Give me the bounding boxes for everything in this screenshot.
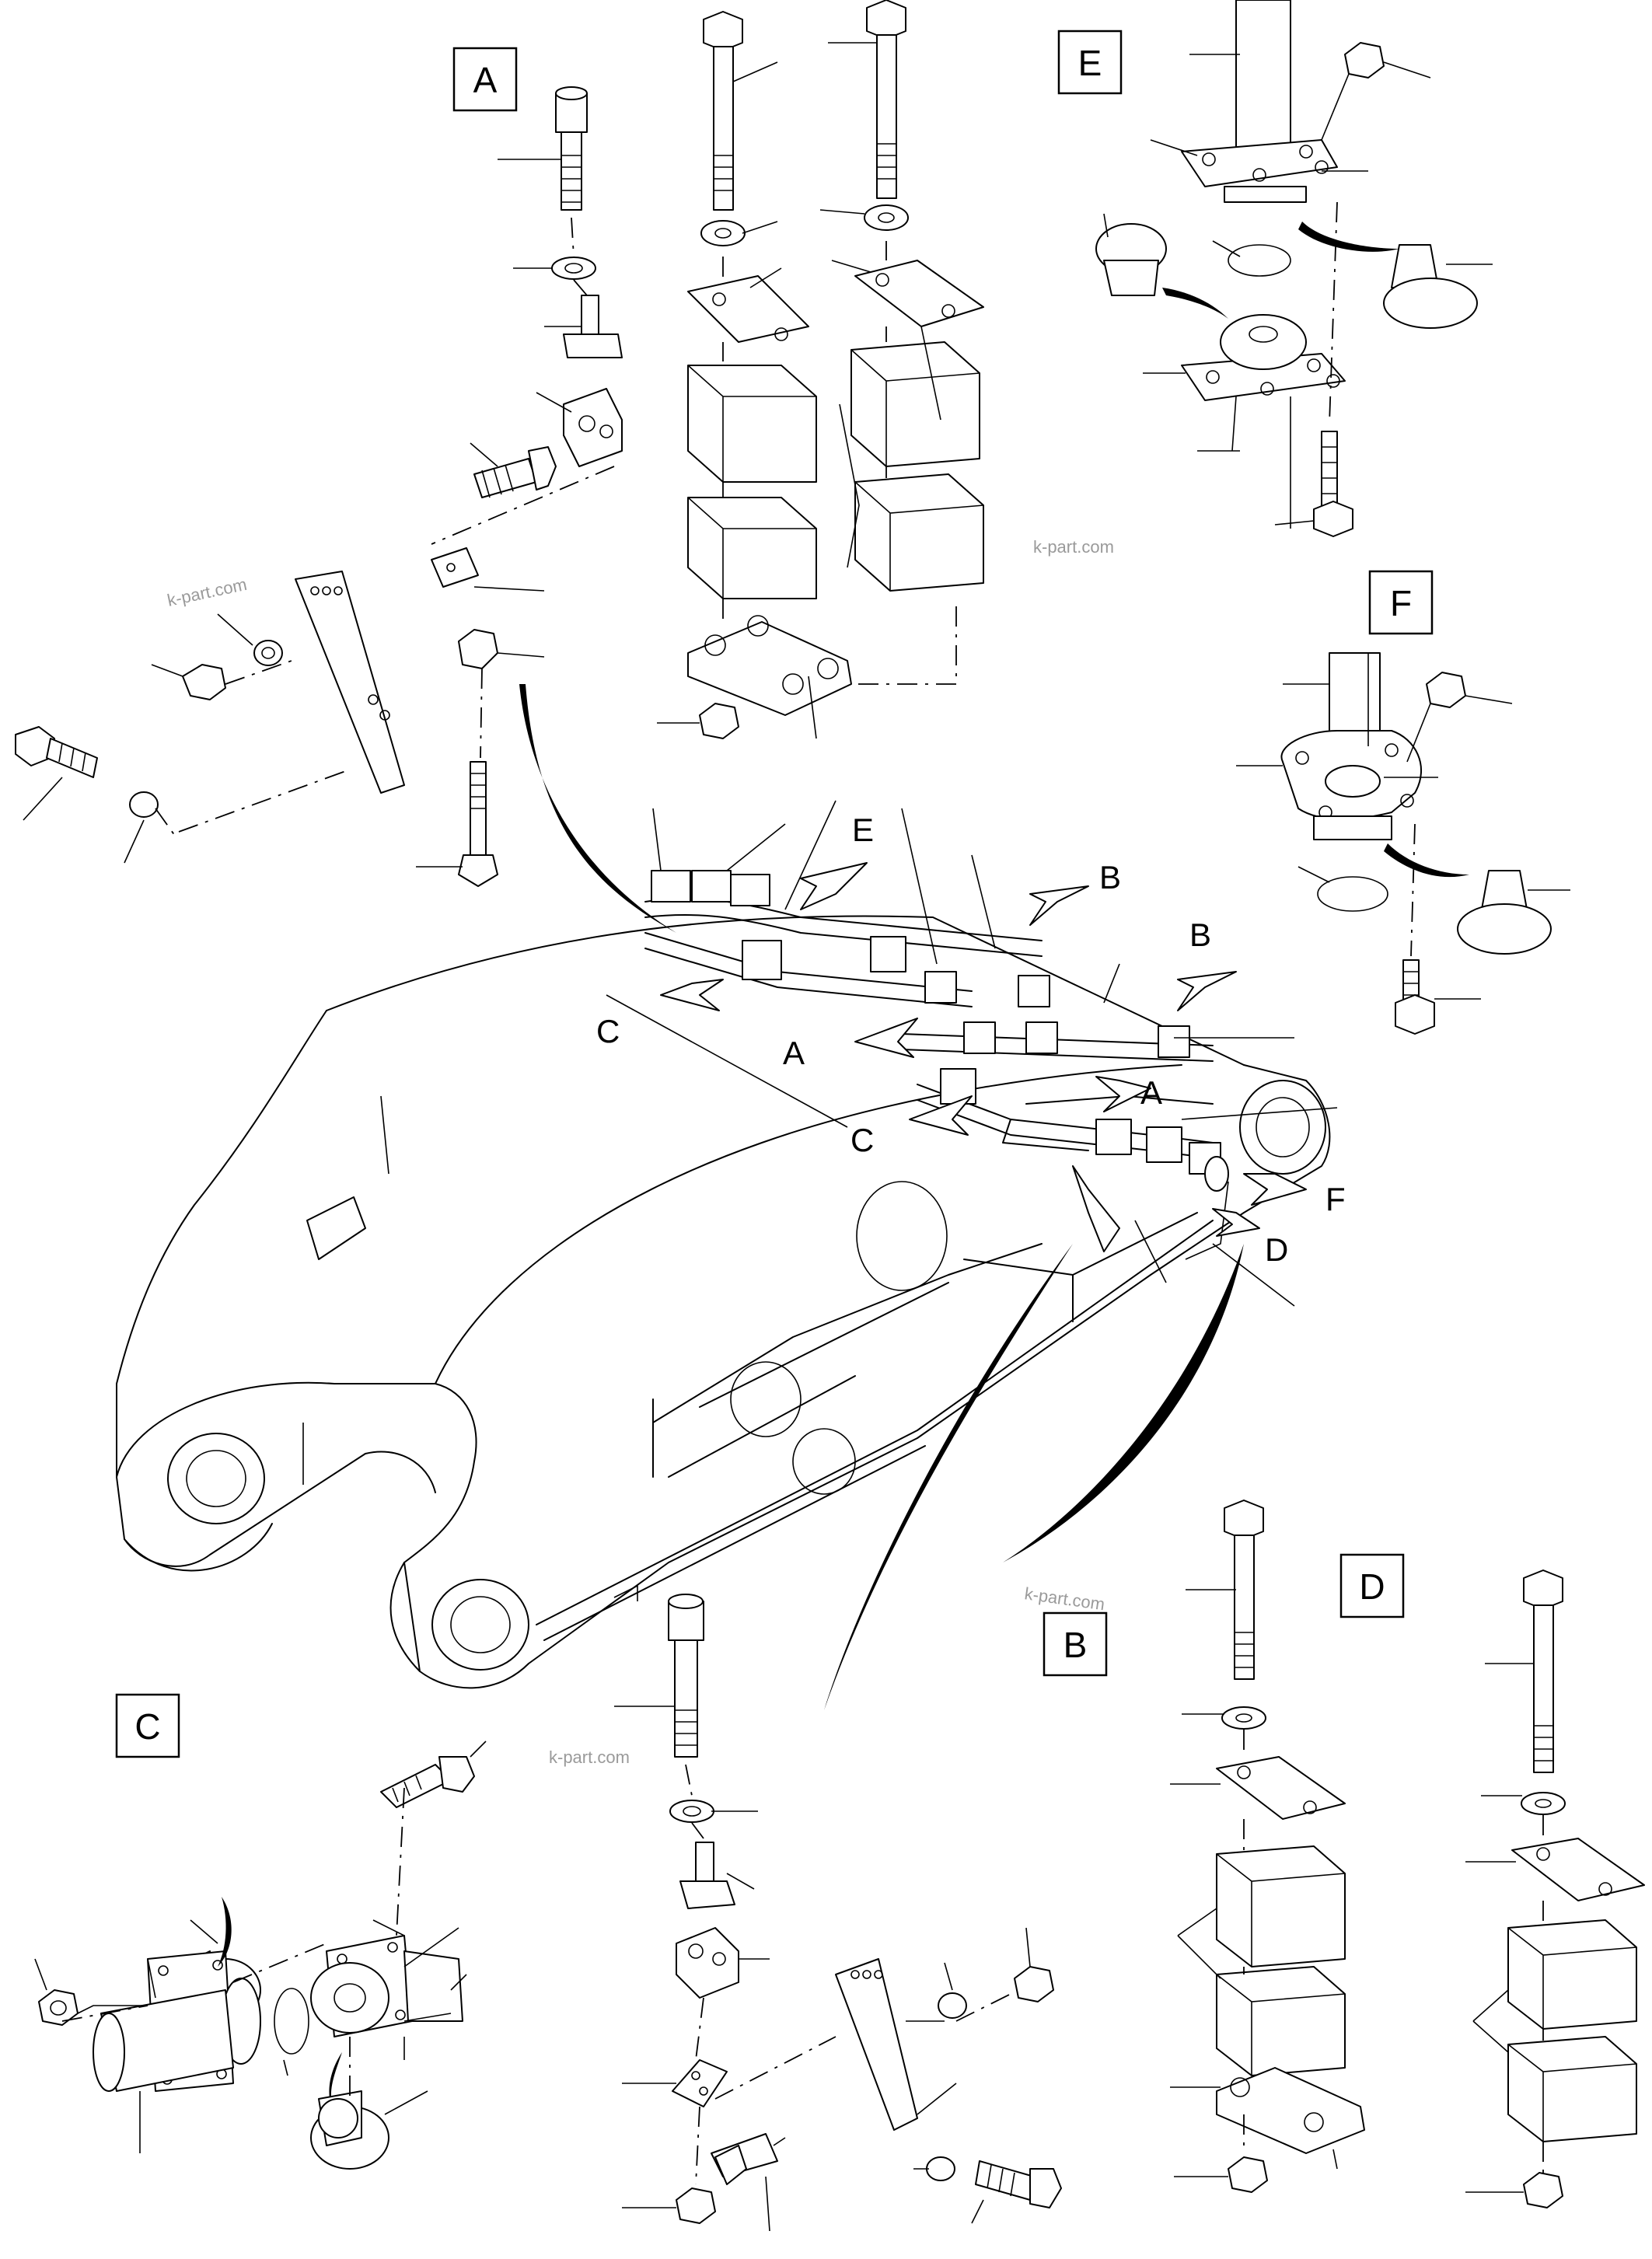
detail-top-clamps — [657, 0, 984, 739]
boom-pipes — [644, 870, 1229, 1252]
detail-c-box — [115, 1693, 180, 1758]
detail-b-box — [1043, 1611, 1108, 1677]
view-arrows — [660, 862, 1307, 1237]
detail-f-box — [1368, 570, 1434, 635]
watermark-1: k-part.com — [166, 574, 249, 610]
callout-e: E — [852, 812, 874, 848]
detail-d-box — [1339, 1553, 1405, 1618]
detail-d-label: D — [1359, 1566, 1385, 1607]
detail-arrows — [519, 684, 1244, 1710]
boom-body — [116, 915, 1331, 1689]
callout-c1: C — [596, 1013, 620, 1049]
callout-b1: B — [1099, 859, 1121, 896]
watermark-3: k-part.com — [1023, 1583, 1105, 1614]
detail-c: C — [34, 1693, 487, 2170]
detail-a-box — [452, 47, 518, 112]
detail-b-label: B — [1063, 1625, 1088, 1665]
detail-e-label: E — [1078, 43, 1102, 83]
detail-e-box — [1057, 30, 1123, 95]
callout-f: F — [1325, 1181, 1346, 1217]
detail-b: B — [614, 1594, 1108, 2232]
detail-f-label: F — [1390, 583, 1412, 623]
callout-a1: A — [783, 1035, 805, 1071]
detail-e: E — [1057, 0, 1493, 537]
callout-b2: B — [1189, 917, 1211, 953]
detail-f: F — [1236, 570, 1570, 1035]
detail-c-label: C — [134, 1706, 160, 1747]
callout-a2: A — [1140, 1074, 1162, 1111]
callout-letters: E B B C A A C F D — [596, 812, 1346, 1268]
detail-a: A — [15, 47, 623, 887]
callout-c2: C — [850, 1122, 874, 1158]
watermark-4: k-part.com — [549, 1747, 630, 1767]
watermark-2: k-part.com — [1033, 537, 1114, 557]
detail-a-label: A — [473, 60, 498, 100]
callout-d: D — [1265, 1231, 1288, 1268]
main-leader-lines — [606, 800, 1338, 1307]
detail-d: D — [1170, 1500, 1645, 2208]
